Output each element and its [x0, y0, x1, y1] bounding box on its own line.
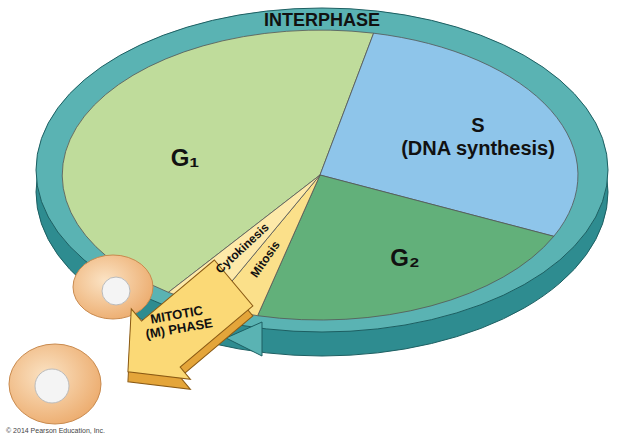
phase-label: G₁ [171, 145, 200, 171]
interphase-band: INTERPHASE [264, 11, 380, 31]
ring-face [36, 8, 608, 332]
cell [73, 255, 153, 319]
cell [9, 344, 101, 424]
s-phase: S(DNA synthesis) [401, 114, 555, 160]
mitotic-arrow [98, 248, 263, 407]
nucleus [35, 369, 69, 403]
phase-label: INTERPHASE [264, 11, 380, 31]
phase-label: S [401, 114, 555, 137]
copyright-note: © 2014 Pearson Education, Inc. [6, 427, 105, 434]
g2-phase: G₂ [390, 245, 419, 271]
g1-phase: G₁ [171, 145, 200, 171]
nucleus [102, 277, 130, 305]
phase-label: G₂ [390, 245, 419, 271]
phase-label: (DNA synthesis) [401, 137, 555, 160]
